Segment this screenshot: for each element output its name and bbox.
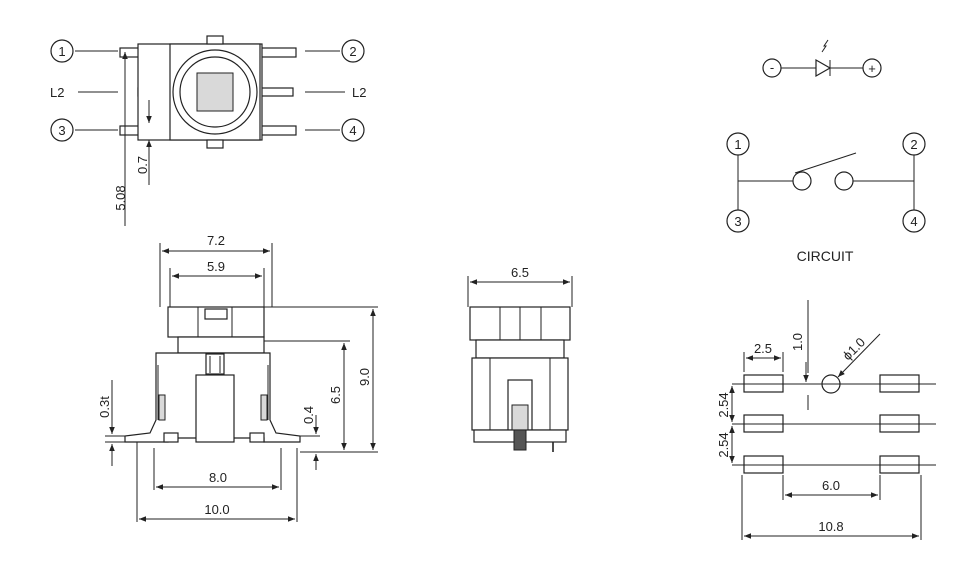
- circuit-caption: CIRCUIT: [797, 248, 854, 264]
- circuit-pin-3-label: 3: [734, 214, 741, 229]
- l2-left-label: L2: [50, 85, 64, 100]
- pin-2-label: 2: [349, 44, 356, 59]
- led-minus-marker: [762, 58, 782, 78]
- led-plus-marker: [862, 58, 882, 78]
- led-emission-icon: [821, 39, 829, 53]
- dim-0-4: 0.4: [301, 406, 316, 424]
- pin-4-marker: [341, 118, 365, 142]
- pin-4-label: 4: [349, 123, 356, 138]
- pin-1-marker: [50, 39, 74, 63]
- led-diode-triangle: [815, 58, 832, 78]
- dim-9-0: 9.0: [357, 368, 372, 386]
- circuit-pin-3-marker: [726, 209, 750, 233]
- dim-6-5-side: 6.5: [511, 265, 529, 280]
- circuit-pin-4-label: 4: [910, 214, 917, 229]
- dim-2-54-a: 2.54: [716, 392, 731, 417]
- pin-top-right: [257, 47, 297, 58]
- led-body: [205, 353, 225, 375]
- circuit-pin-2-marker: [902, 132, 926, 156]
- upper-housing: [177, 336, 265, 354]
- circuit-pin-1-marker: [726, 132, 750, 156]
- switch-contact-right: [834, 171, 854, 191]
- button-window: [196, 72, 234, 112]
- front-view: 7.2 5.9 9.0 6.5 0.4 0.3t 8.0 10.0: [97, 233, 378, 522]
- circuit-pin-1-label: 1: [734, 137, 741, 152]
- switch-contact-left: [792, 171, 812, 191]
- cap-notch: [204, 308, 228, 320]
- dim-5-9: 5.9: [207, 259, 225, 274]
- dim-1-0: 1.0: [790, 333, 805, 351]
- side-upper: [475, 339, 565, 359]
- dim-8-0: 8.0: [209, 470, 227, 485]
- dim-2-54-b: 2.54: [716, 432, 731, 457]
- dim-10-0: 10.0: [204, 502, 229, 517]
- bottom-tab: [206, 139, 224, 149]
- circuit-pin-4-marker: [902, 209, 926, 233]
- pin-2-marker: [341, 39, 365, 63]
- top-tab: [206, 35, 224, 45]
- pin-3-label: 3: [58, 123, 65, 138]
- circuit-pin-2-label: 2: [910, 137, 917, 152]
- circuit-diagram: 1 2 3 4 CIRCUIT: [726, 132, 926, 264]
- side-lead: [513, 429, 527, 451]
- led-plus-label: +: [868, 61, 876, 76]
- l2-right-label: L2: [352, 85, 366, 100]
- pin-1-label: 1: [58, 44, 65, 59]
- led-minus-label: -: [770, 60, 774, 75]
- dim-2-5: 2.5: [754, 341, 772, 356]
- pin-bottom-right: [257, 125, 297, 136]
- dim-0-3t: 0.3t: [97, 396, 112, 418]
- pcb-footprint: 2.5 1.0 ϕ1.0 2.54 2.54 6.0 10.8: [716, 300, 936, 540]
- switch-lever: [794, 152, 857, 174]
- top-view: 1 2 3 4 L2 L2 5.08 0.7: [50, 35, 366, 226]
- dim-hole-dia: ϕ1.0: [840, 335, 869, 364]
- dim-6-0: 6.0: [822, 478, 840, 493]
- dim-5-08: 5.08: [113, 185, 128, 210]
- pin-3-marker: [50, 118, 74, 142]
- dim-6-5: 6.5: [328, 386, 343, 404]
- dim-7-2: 7.2: [207, 233, 225, 248]
- actuator-stem: [195, 374, 235, 443]
- led-symbol: - +: [762, 39, 882, 78]
- dim-10-8: 10.8: [818, 519, 843, 534]
- side-view: 6.5: [467, 265, 573, 452]
- dim-0-7: 0.7: [135, 156, 150, 174]
